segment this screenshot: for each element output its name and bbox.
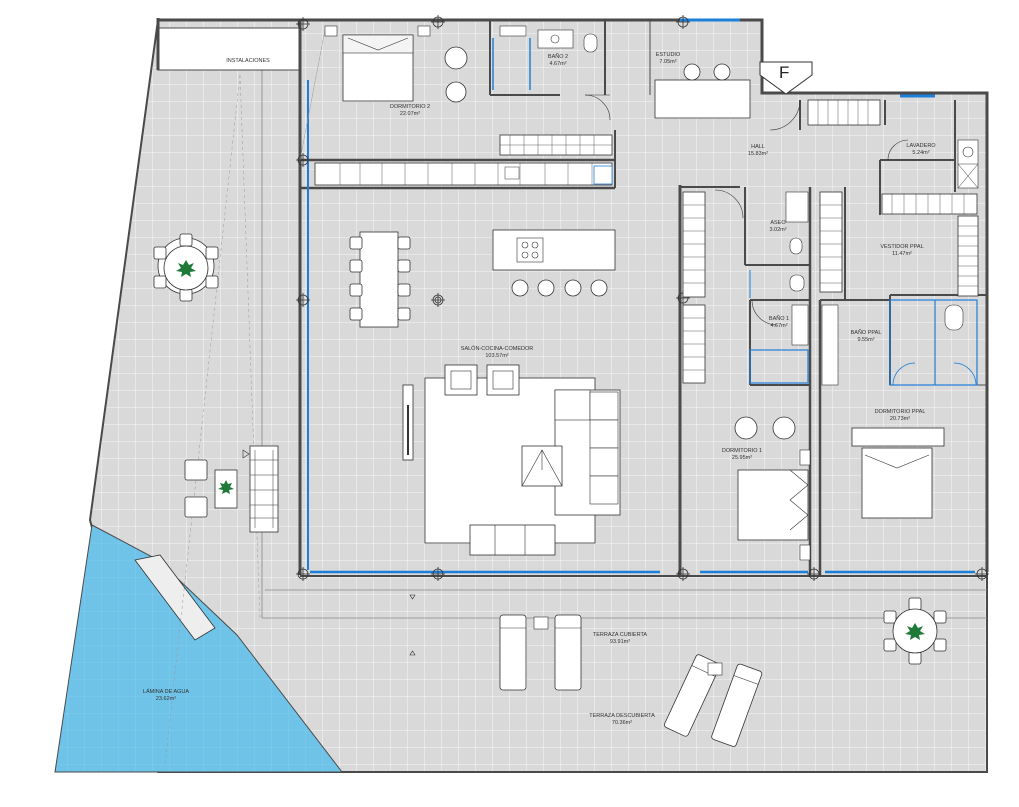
coffee-table (521, 445, 563, 487)
floor-id-label: F (779, 63, 789, 82)
bed-dormitorio2 (342, 34, 414, 102)
label-instalaciones: INSTALACIONES (226, 58, 270, 64)
outdoor-table-right (883, 597, 947, 665)
entrance-arrow (759, 61, 813, 95)
water-surface (54, 524, 344, 773)
pool-steps (134, 554, 216, 641)
bed-dormitorio1 (737, 469, 809, 541)
bed-dormitorio-ppal (861, 447, 933, 519)
outdoor-table-left (153, 233, 219, 302)
